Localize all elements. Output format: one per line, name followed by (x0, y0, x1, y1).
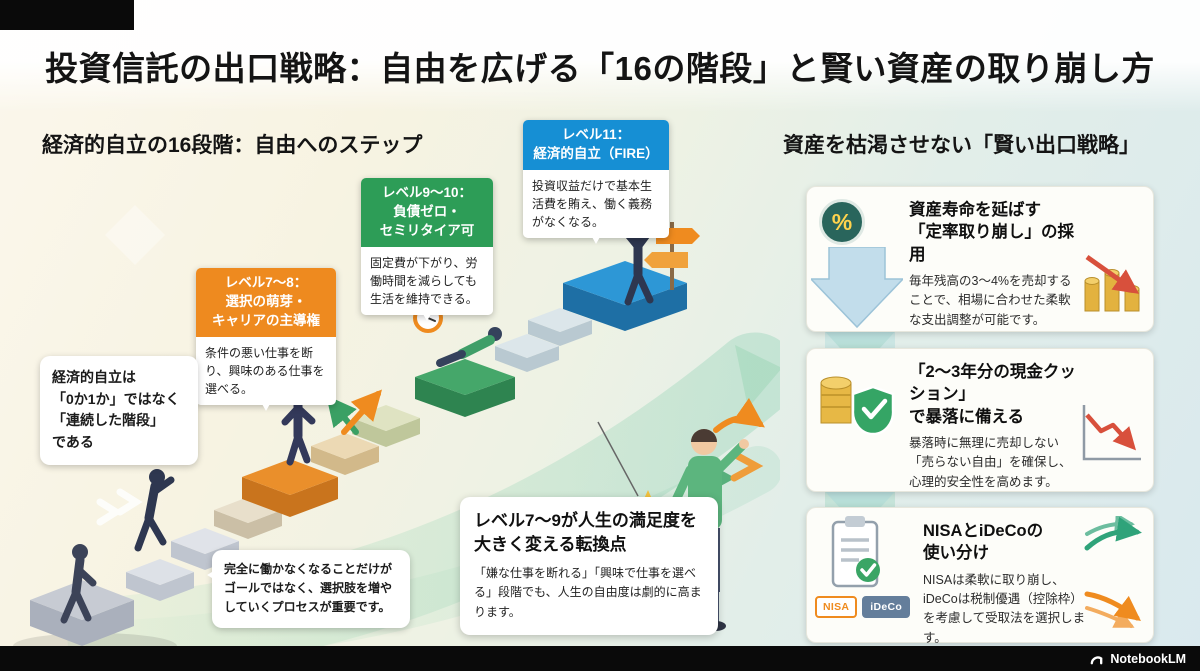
page-title: 投資信託の出口戦略：自由を広げる「16の階段」と賢い資産の取り崩し方 (45, 50, 1155, 87)
card-body: 暴落時に無理に売却しない「売らない自由」を確保し、心理的安全性を高めます。 (909, 435, 1072, 489)
green-platform (415, 377, 515, 417)
decor-diamond (105, 205, 165, 265)
callout-connector-line (597, 421, 639, 497)
bubble-tail (198, 566, 222, 584)
top-highlight-band (0, 0, 1200, 112)
label-pointer (257, 394, 275, 420)
level-11-label: レベル11： 経済的自立（FIRE） 投資収益だけで基本生活費を賄え、働く義務が… (523, 120, 669, 244)
speech-bubble-process: 完全に働かなくなることだけがゴールではなく、選択肢を増やしていくプロセスが重要で… (207, 550, 410, 628)
stairs-section-heading: 経済的自立の16段階：自由へのステップ (42, 134, 423, 157)
level-9-10-description: 固定費が下がり、労働時間を減らしても生活を維持できる。 (361, 246, 493, 315)
nisa-badge: NISA (815, 596, 858, 618)
choice-arrows-icon (326, 389, 383, 435)
account-badges: NISA iDeCo (815, 596, 911, 618)
speech-bubble-process-text: 完全に働かなくなることだけがゴールではなく、選択肢を増やしていくプロセスが重要で… (224, 562, 393, 615)
blue-platform (563, 283, 687, 331)
label-pointer (587, 227, 605, 253)
orange-platform (242, 477, 338, 517)
footer-brand: NotebookLM (1110, 651, 1186, 666)
speech-bubble-continuum: 経済的自立は 「0か1か」ではなく 「連続した階段」 である (40, 356, 198, 465)
level-9-10-title: レベル9～10： 負債ゼロ・ セミリタイア可 (361, 178, 493, 247)
clipboard-check-icon (831, 516, 880, 588)
card-title: 資産寿命を延ばす 「定率取り崩し」の採用 (909, 201, 1074, 264)
footer-bar: NotebookLM (0, 646, 1200, 671)
level-7-8-label: レベル7～8： 選択の萌芽・ キャリアの主導権 条件の悪い仕事を断り、興味のある… (196, 268, 336, 411)
turning-point-body: 「嫌な仕事を断れる」「興味で仕事を選べる」段階でも、人生の自由度は劇的に高まりま… (474, 565, 702, 620)
split-arrows-orange-icon (1084, 591, 1141, 628)
level-11-title: レベル11： 経済的自立（FIRE） (523, 120, 669, 170)
cash-cushion-icon (820, 376, 895, 436)
strategy-section-heading: 資産を枯渇させない「賢い出口戦略」 (783, 134, 1140, 157)
ideco-badge: iDeCo (862, 596, 911, 618)
decline-chart-icon (1082, 405, 1141, 461)
card-body: NISAは柔軟に取り崩し、iDeCoは税制優遇（控除枠）を考慮して受取法を選択し… (923, 572, 1086, 645)
strategy-card-cash-cushion: 「2～3年分の現金クッション」 で暴落に備える 暴落時に無理に売却しない「売らな… (806, 348, 1154, 492)
percent-icon: % (819, 199, 865, 245)
coins-decline-icon (1084, 254, 1140, 312)
card-title: NISAとiDeCoの 使い分け (923, 522, 1044, 563)
walking-person-icon (60, 544, 97, 624)
card-body: 毎年残高の3～4%を売却することで、相場に合わせた柔軟な支出調整が可能です。 (909, 273, 1072, 327)
strategy-card-nisa-ideco: NISA iDeCo NISAとiDeCoの 使い分け NISAは柔軟に取り崩し… (806, 507, 1154, 645)
level-7-8-description: 条件の悪い仕事を断り、興味のある仕事を選べる。 (196, 336, 336, 405)
turning-point-title: レベル7～9が人生の満足度を 大きく変える転換点 (474, 511, 697, 554)
level-11-description: 投資収益だけで基本生活費を賄え、働く義務がなくなる。 (523, 169, 669, 238)
relaxing-person-icon (436, 327, 502, 367)
level-9-10-label: レベル9～10： 負債ゼロ・ セミリタイア可 固定費が下がり、労働時間を減らして… (361, 178, 493, 321)
notebooklm-logo-icon (1090, 656, 1103, 665)
label-pointer (418, 304, 436, 330)
turning-point-callout: レベル7～9が人生の満足度を 大きく変える転換点 「嫌な仕事を断れる」「興味で仕… (460, 497, 718, 635)
letterbox-corner (0, 0, 134, 30)
card-title: 「2～3年分の現金クッション」 で暴落に備える (909, 363, 1076, 426)
split-arrows-green-icon (1084, 516, 1142, 551)
strategy-card-fixed-rate-withdrawal: % 資産寿命を延ばす 「定率取り崩し」の採用 毎年残高の3～4%を売却することで… (806, 186, 1154, 332)
climbing-person-icon (134, 469, 175, 552)
up-chevrons-icon (96, 488, 143, 526)
funnel-arrow-icon (811, 247, 903, 329)
level-7-8-title: レベル7～8： 選択の萌芽・ キャリアの主導権 (196, 268, 336, 337)
stair-steps (30, 261, 687, 646)
